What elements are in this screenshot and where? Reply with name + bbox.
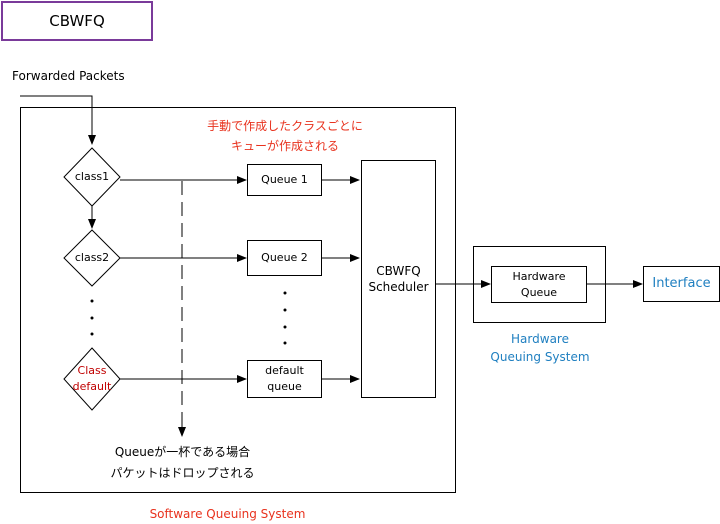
class2-diamond: [63, 229, 121, 287]
queue2-box: Queue 2: [247, 240, 322, 276]
annotation-drop-line2: パケットはドロップされる: [110, 466, 255, 480]
dot: [90, 299, 94, 303]
dot: [90, 316, 94, 320]
queue1-box: Queue 1: [247, 164, 322, 196]
software-system-label: Software Queuing System: [149, 507, 306, 521]
class-default-diamond: [63, 347, 121, 411]
dot: [283, 341, 287, 345]
class2-label: class2: [74, 251, 110, 264]
input-label: Forwarded Packets: [12, 69, 125, 83]
cbwfq-scheduler-box: CBWFQ Scheduler: [361, 160, 436, 398]
class-default-label: Class default: [72, 364, 112, 393]
dot: [283, 325, 287, 329]
annotation-drop-line1: Queueが一杯である場合: [114, 445, 251, 459]
input-line: [20, 95, 96, 145]
dot: [283, 308, 287, 312]
dot: [283, 291, 287, 295]
software-queuing-system-box: [20, 107, 456, 493]
annotation-top-line1: 手動で作成したクラスごとに: [207, 119, 363, 133]
default-queue-box: default queue: [247, 360, 322, 398]
dot: [90, 332, 94, 336]
hardware-system-label-line2: Queuing System: [490, 350, 590, 364]
annotation-top-line2: キューが作成される: [230, 139, 339, 153]
interface-box: Interface: [643, 266, 720, 302]
hardware-system-label-line1: Hardware: [511, 332, 569, 346]
hardware-queue-box: Hardware Queue: [491, 266, 587, 303]
class1-label: class1: [74, 170, 110, 183]
diagram-title: CBWFQ: [1, 1, 153, 41]
